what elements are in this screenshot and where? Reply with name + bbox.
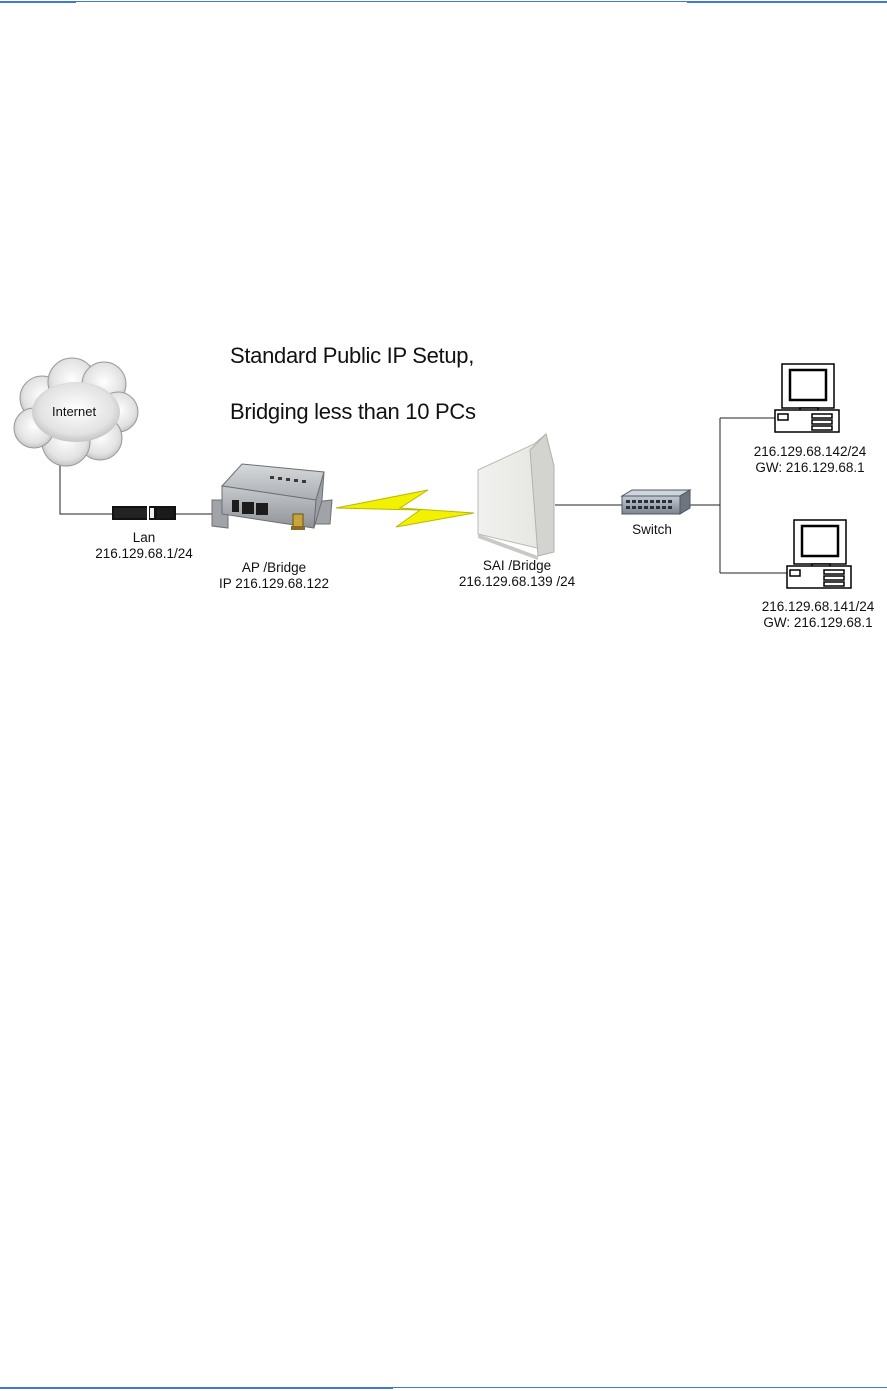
sai-bridge-label: SAI /Bridge 216.129.68.139 /24 (452, 558, 582, 590)
lan-connector-icon (112, 506, 176, 520)
sai-bridge-ip: 216.129.68.139 /24 (452, 574, 582, 590)
lan-ip: 216.129.68.1/24 (92, 546, 196, 562)
internet-to-lan-line (60, 462, 112, 514)
title-line-1: Standard Public IP Setup, (230, 342, 476, 370)
pc1-gateway: GW: 216.129.68.1 (746, 460, 874, 476)
pc2-ip: 216.129.68.141/24 (754, 599, 882, 615)
diagram-title: Standard Public IP Setup, Bridging less … (230, 314, 476, 454)
title-line-2: Bridging less than 10 PCs (230, 398, 476, 426)
desktop-computer-icon (787, 520, 851, 588)
ap-bridge-ip: IP 216.129.68.122 (212, 576, 336, 592)
pc2-label: 216.129.68.141/24 GW: 216.129.68.1 (754, 599, 882, 631)
ap-bridge-name: AP /Bridge (212, 560, 336, 576)
pc1-ip: 216.129.68.142/24 (746, 444, 874, 460)
switch-label: Switch (622, 522, 682, 538)
lan-name: Lan (92, 530, 196, 546)
ap-bridge-label: AP /Bridge IP 216.129.68.122 (212, 560, 336, 592)
lan-label: Lan 216.129.68.1/24 (92, 530, 196, 562)
pc1-label: 216.129.68.142/24 GW: 216.129.68.1 (746, 444, 874, 476)
network-switch-icon (622, 490, 690, 514)
switch-name: Switch (622, 522, 682, 538)
internet-label: Internet (52, 404, 96, 419)
pc2-gateway: GW: 216.129.68.1 (754, 615, 882, 631)
panel-antenna-icon (478, 434, 554, 560)
desktop-computer-icon (775, 364, 839, 432)
access-point-device-icon (212, 464, 332, 530)
wireless-lightning-icon (336, 490, 474, 527)
sai-bridge-name: SAI /Bridge (452, 558, 582, 574)
